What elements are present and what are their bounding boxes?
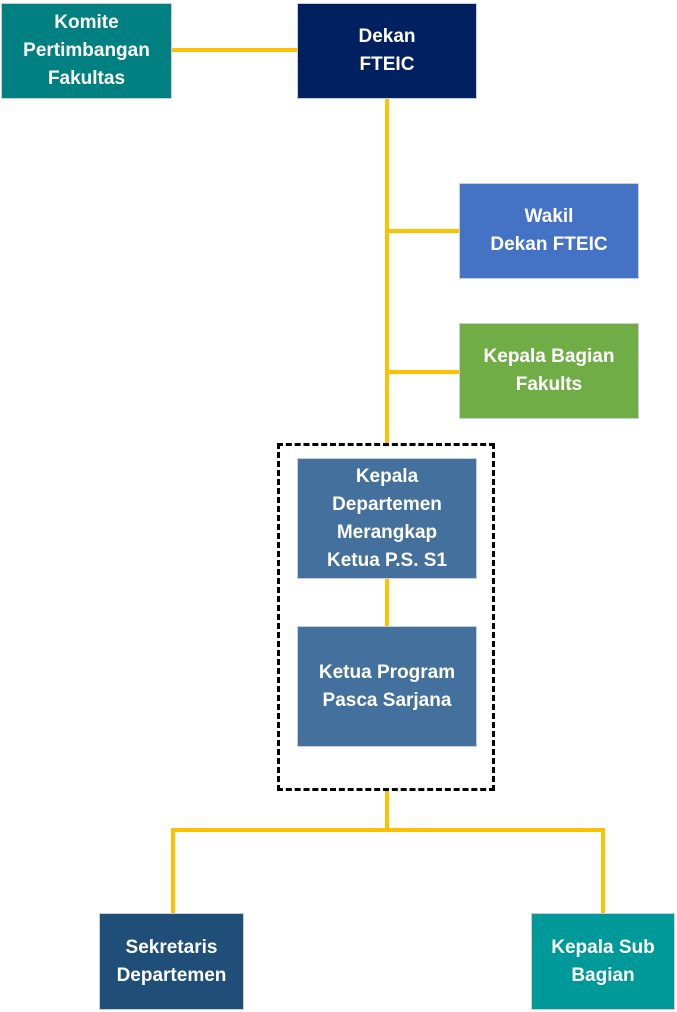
- connector-trunk-kabag: [385, 370, 460, 374]
- connector-trunk-wakil: [385, 229, 460, 233]
- node-sekretaris-departemen: Sekretaris Departemen: [99, 913, 244, 1010]
- department-group-outline: [277, 443, 495, 791]
- connector-horizontal-bottom: [171, 828, 604, 832]
- connector-komite-dekan: [171, 48, 298, 52]
- node-kepala-bagian-fakultas: Kepala Bagian Fakults: [459, 323, 639, 419]
- connector-dekan-trunk: [385, 99, 389, 445]
- node-komite-pertimbangan-fakultas: Komite Pertimbangan Fakultas: [1, 3, 172, 99]
- connector-to-sekdep: [171, 828, 175, 915]
- connector-to-kasubag: [601, 828, 605, 915]
- connector-group-down: [385, 790, 389, 830]
- connector-kadep-pasca: [385, 578, 389, 628]
- node-wakil-dekan: Wakil Dekan FTEIC: [459, 183, 639, 279]
- node-kepala-departemen: Kepala Departemen Merangkap Ketua P.S. S…: [297, 458, 477, 579]
- node-ketua-program-pasca-sarjana: Ketua Program Pasca Sarjana: [297, 626, 477, 747]
- node-kepala-sub-bagian: Kepala Sub Bagian: [531, 913, 675, 1010]
- node-dekan-fteic: Dekan FTEIC: [297, 3, 477, 99]
